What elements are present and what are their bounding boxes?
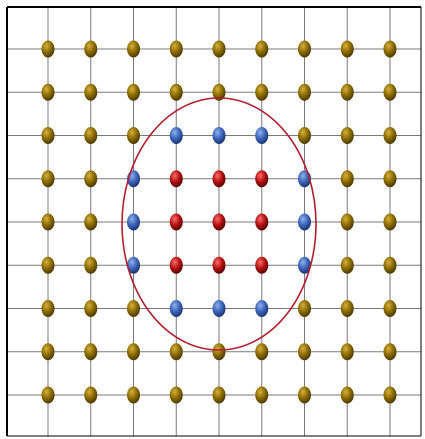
atom-outer [340, 256, 354, 274]
atom-outer [298, 343, 311, 361]
atom-outer [340, 213, 354, 231]
atom-shell [212, 127, 226, 144]
atom-shell [127, 213, 140, 231]
atom-outer [41, 300, 55, 317]
boundary-ellipse [121, 97, 317, 351]
atom-outer [383, 300, 397, 317]
atom-outer [340, 386, 354, 404]
atom-core [169, 213, 183, 231]
atom-outer [383, 386, 397, 404]
atom-outer [84, 386, 98, 404]
atom-outer [41, 127, 55, 144]
atom-shell [169, 127, 183, 144]
atom-shell [255, 300, 269, 317]
atom-outer [41, 170, 55, 188]
atom-core [212, 256, 226, 274]
atom-outer [127, 127, 140, 144]
atom-outer [383, 170, 397, 188]
atom-outer [255, 343, 269, 361]
atom-outer [340, 127, 354, 144]
atom-outer [340, 40, 354, 58]
atom-outer [340, 170, 354, 188]
atom-outer [41, 213, 55, 231]
atom-outer [212, 83, 226, 101]
atom-outer [169, 343, 183, 361]
atom-outer [298, 127, 311, 144]
atom-core [169, 256, 183, 274]
atom-outer [383, 83, 397, 101]
atom-outer [84, 83, 98, 101]
atom-shell [298, 213, 311, 231]
atom-outer [84, 213, 98, 231]
atom-core [212, 213, 226, 231]
atom-outer [127, 343, 140, 361]
atom-outer [41, 343, 55, 361]
atom-core [255, 170, 269, 188]
atom-core [255, 213, 269, 231]
atom-outer [212, 40, 226, 58]
atom-outer [127, 300, 140, 317]
atom-outer [84, 170, 98, 188]
atom-outer [169, 40, 183, 58]
atom-shell [212, 300, 226, 317]
atom-shell [298, 256, 311, 274]
atom-outer [255, 386, 269, 404]
atom-outer [41, 83, 55, 101]
atom-core [255, 256, 269, 274]
atom-outer [84, 343, 98, 361]
atom-lattice [41, 40, 397, 404]
atom-outer [41, 386, 55, 404]
atom-outer [41, 256, 55, 274]
atom-outer [298, 40, 311, 58]
atom-outer [127, 40, 140, 58]
atom-outer [298, 300, 311, 317]
atom-outer [169, 386, 183, 404]
atom-outer [84, 256, 98, 274]
atom-outer [84, 300, 98, 317]
atom-outer [340, 300, 354, 317]
atom-outer [383, 343, 397, 361]
atom-outer [255, 83, 269, 101]
atom-outer [127, 386, 140, 404]
atom-outer [84, 127, 98, 144]
atom-outer [298, 386, 311, 404]
atom-outer [383, 256, 397, 274]
diagram-frame [6, 6, 422, 437]
atom-outer [41, 40, 55, 58]
atom-outer [298, 83, 311, 101]
atom-outer [84, 40, 98, 58]
atom-outer [340, 83, 354, 101]
atom-outer [255, 40, 269, 58]
atom-outer [340, 343, 354, 361]
atom-outer [212, 386, 226, 404]
atom-outer [127, 83, 140, 101]
atom-shell [169, 300, 183, 317]
atom-outer [383, 213, 397, 231]
atom-core [212, 170, 226, 188]
atom-outer [383, 40, 397, 58]
atom-outer [169, 83, 183, 101]
atom-core [169, 170, 183, 188]
atom-shell [127, 256, 140, 274]
atom-shell [255, 127, 269, 144]
boundary-region [121, 97, 317, 351]
atom-outer [383, 127, 397, 144]
atom-outer [212, 343, 226, 361]
